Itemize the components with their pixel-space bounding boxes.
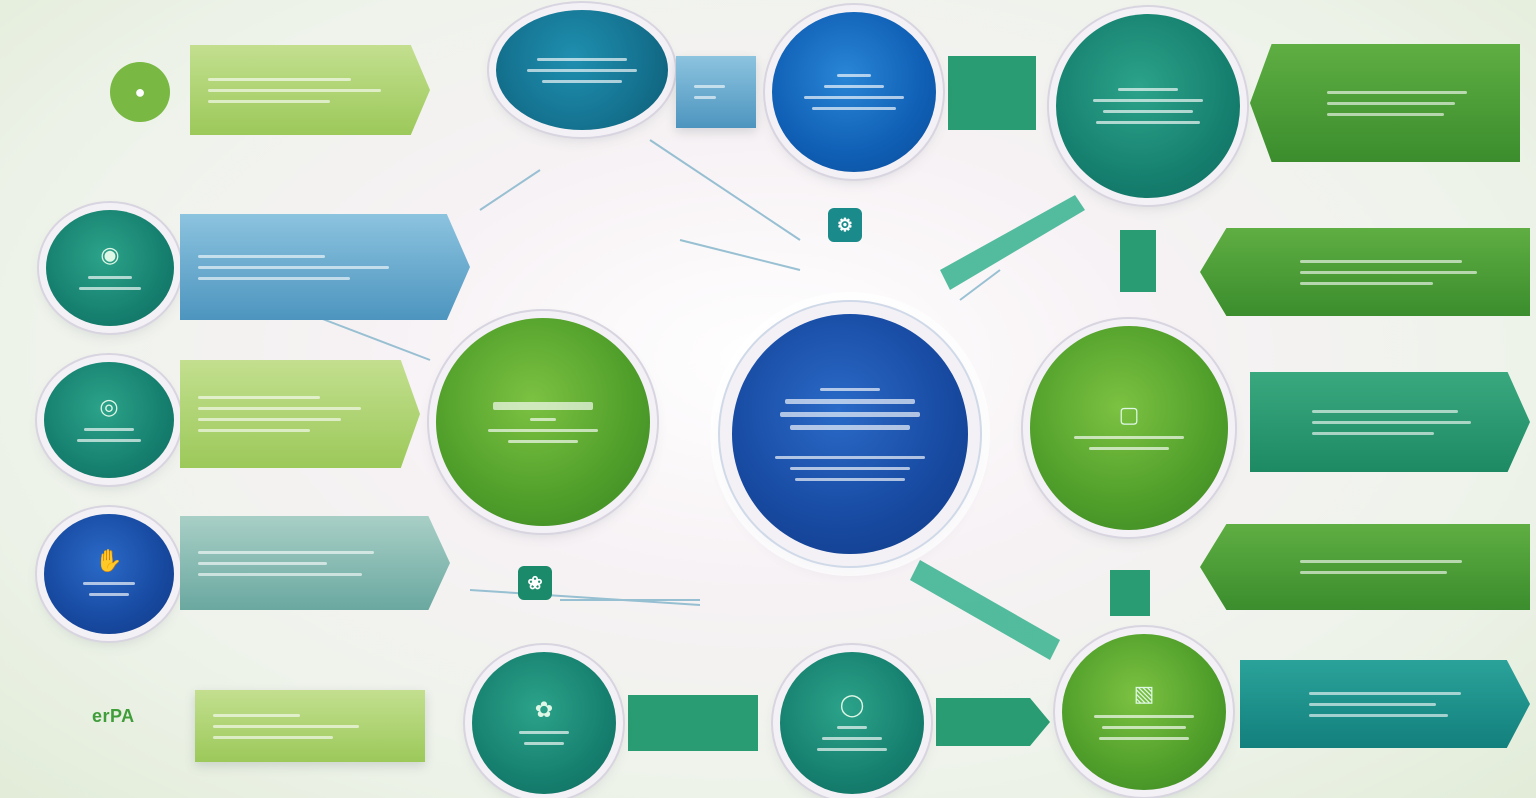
node-top-right [1056,14,1240,198]
banner-left-4 [180,516,450,610]
node-left-2: ◎ [44,362,174,478]
target-icon: ◎ [99,394,119,419]
node-left-3: ✋ [44,514,174,634]
node-bottom-right: ▧ [1062,634,1226,790]
node-bottom-left: ✿ [472,652,616,794]
banner-left-5 [195,690,425,762]
banner-right-5 [1240,660,1530,748]
node-center-main [732,314,968,554]
banner-left-2 [180,214,470,320]
hand-icon: ✋ [95,548,123,573]
banner-left-3 [180,360,420,468]
banner-left-1 [190,45,430,135]
banner-right-1 [1250,44,1520,162]
node-center-right: ▢ [1030,326,1228,530]
people-icon: ◉ [100,242,120,267]
node-left-1: ◉ [46,210,174,326]
document-icon: ▢ [1118,402,1140,427]
node-top-left [496,10,668,130]
banner-top-connector [676,56,756,128]
leaf-icon: ❀ [518,566,552,600]
globe-icon: ◯ [839,691,865,717]
chart-icon: ▧ [1133,680,1155,706]
gear-icon: ⚙ [828,208,862,242]
node-top-center [772,12,936,172]
banner-right-2 [1200,228,1530,316]
node-bottom-center: ◯ [780,652,924,794]
plant-icon: ✿ [534,697,554,722]
node-center-left [436,318,650,526]
banner-right-3 [1250,372,1530,472]
brand-logo: erPA [92,706,135,726]
banner-right-4 [1200,524,1530,610]
people-icon: ● [110,62,170,122]
